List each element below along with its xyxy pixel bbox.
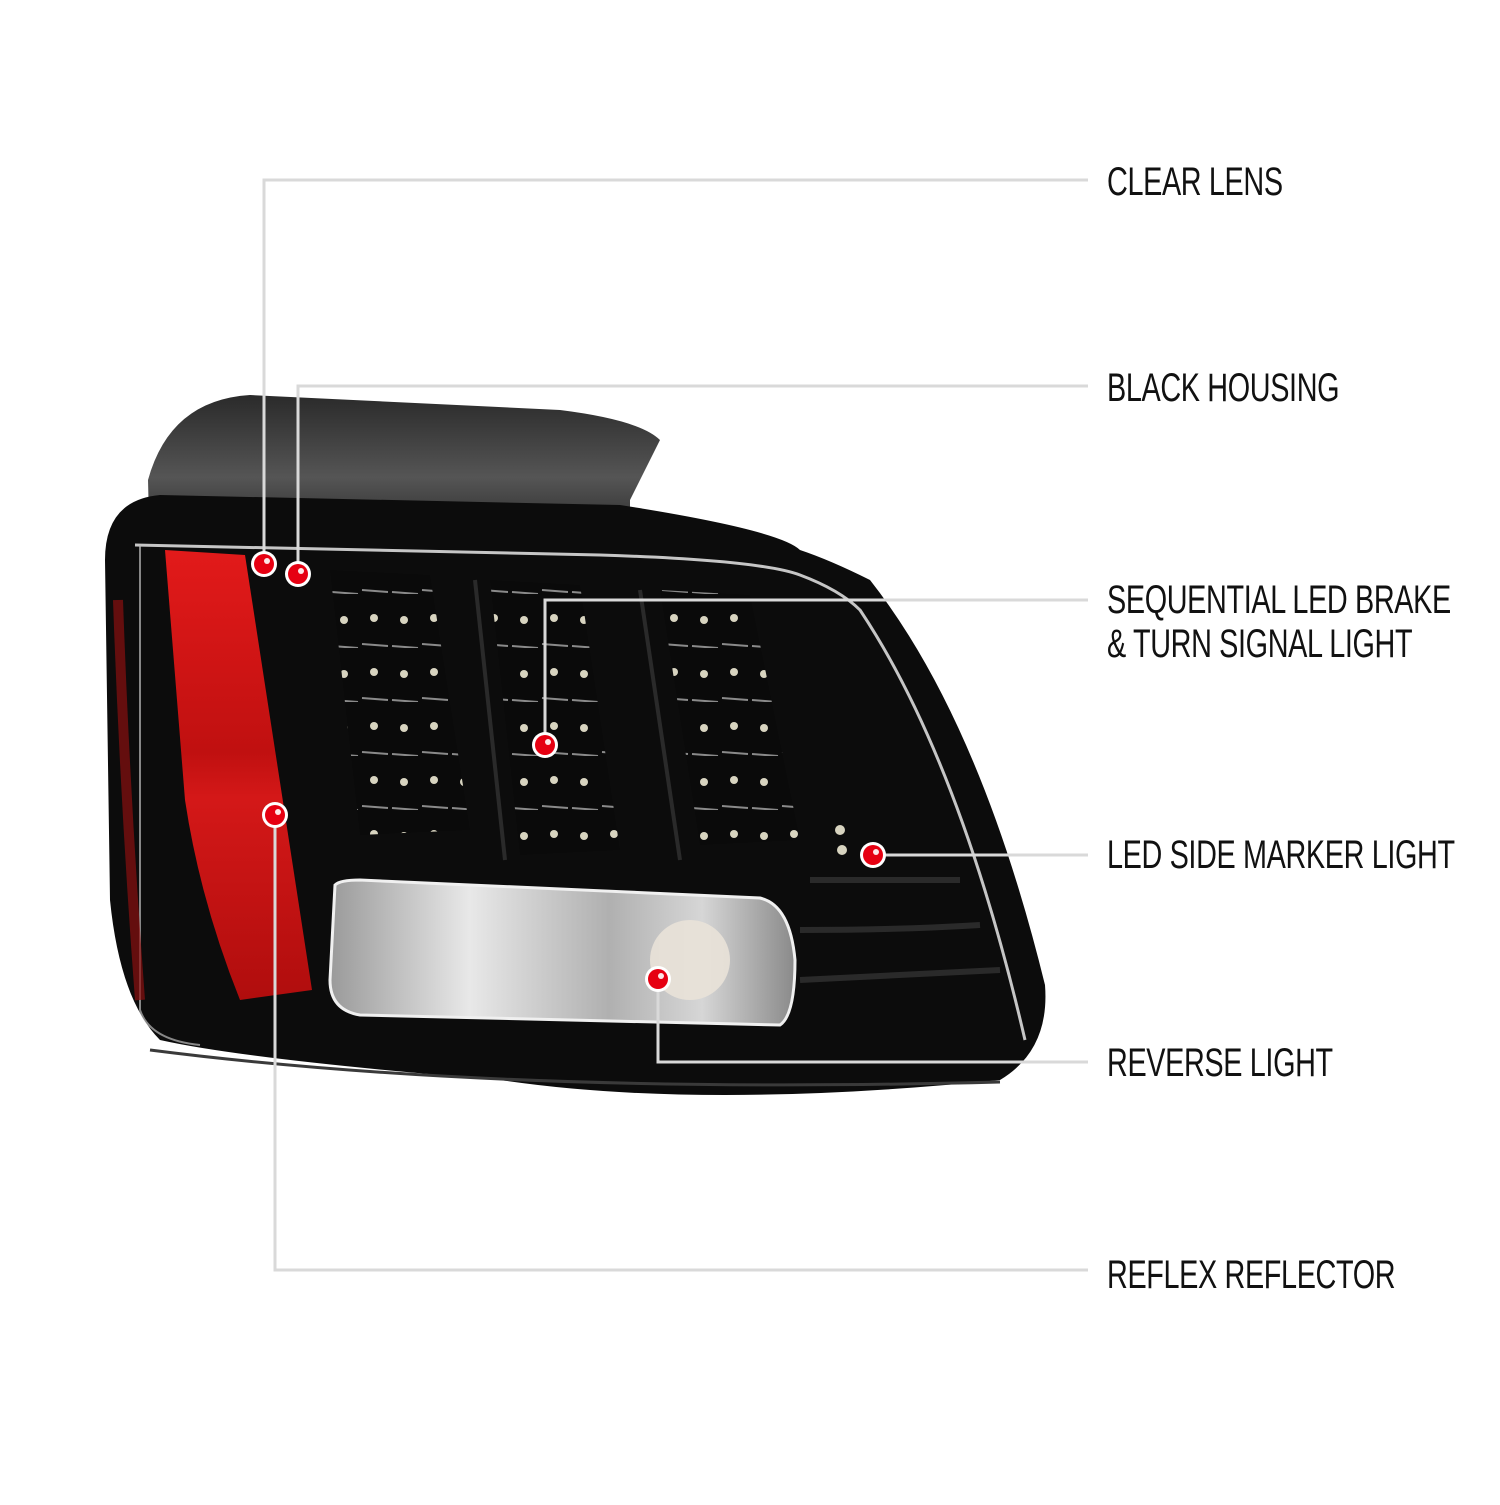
- label-text-line-2: & TURN SIGNAL LIGHT: [1107, 622, 1413, 666]
- callout-line-sequential-led: [543, 598, 1088, 745]
- label-reflex-reflector: REFLEX REFLECTOR: [1107, 1253, 1396, 1297]
- marker-dots: [251, 551, 886, 992]
- marker-dot-black-housing: [285, 561, 311, 587]
- label-text: REVERSE LIGHT: [1107, 1041, 1333, 1085]
- label-text: CLEAR LENS: [1107, 160, 1283, 204]
- callout-lines: [262, 178, 1088, 1272]
- label-text: LED SIDE MARKER LIGHT: [1107, 833, 1455, 877]
- label-reverse-light: REVERSE LIGHT: [1107, 1041, 1333, 1085]
- label-text: REFLEX REFLECTOR: [1107, 1253, 1396, 1297]
- label-black-housing: BLACK HOUSING: [1107, 366, 1340, 410]
- label-text-line-1: SEQUENTIAL LED BRAKE: [1107, 578, 1451, 622]
- marker-dot-reverse-light: [645, 966, 671, 992]
- led-column-1: [330, 570, 470, 835]
- callout-line-reverse-light: [656, 979, 1088, 1064]
- led-column-3: [660, 590, 800, 845]
- label-clear-lens: CLEAR LENS: [1107, 160, 1283, 204]
- label-led-side-marker: LED SIDE MARKER LIGHT: [1107, 833, 1455, 877]
- marker-dot-side-marker: [860, 842, 886, 868]
- callout-line-clear-lens: [262, 178, 1088, 564]
- callout-line-reflex-reflector: [273, 815, 1088, 1272]
- label-text: BLACK HOUSING: [1107, 366, 1340, 410]
- marker-dot-sequential-led: [532, 732, 558, 758]
- marker-dot-clear-lens: [251, 551, 277, 577]
- led-column-2: [490, 580, 620, 855]
- label-sequential-led-brake: SEQUENTIAL LED BRAKE & TURN SIGNAL LIGHT: [1107, 578, 1451, 666]
- marker-dot-reflex-reflector: [262, 802, 288, 828]
- callout-line-black-housing: [296, 384, 1088, 574]
